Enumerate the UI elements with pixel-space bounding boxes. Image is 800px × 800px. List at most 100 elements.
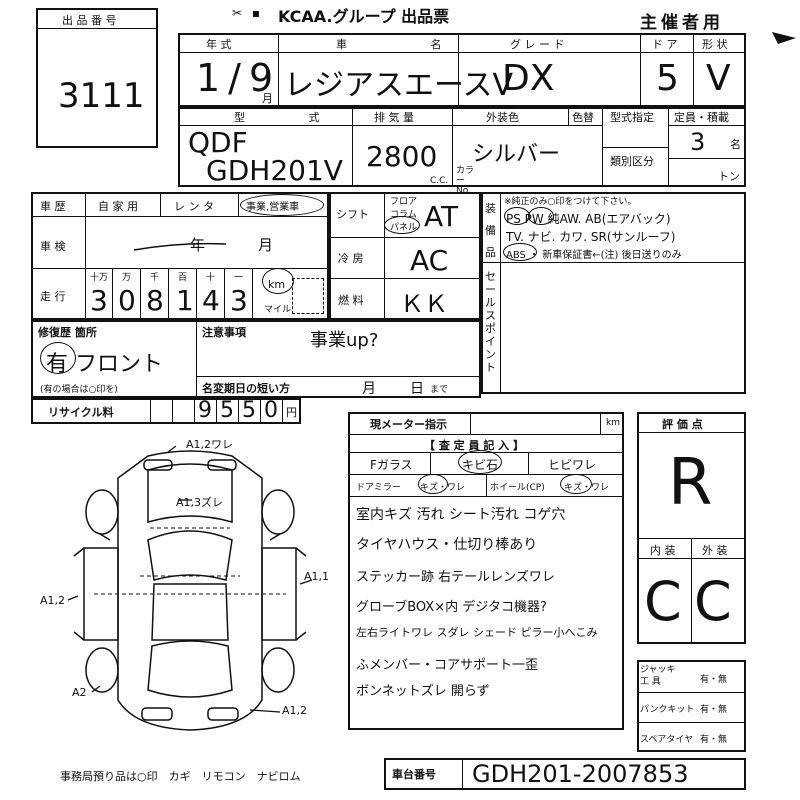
digit-label-10k: 万 xyxy=(122,273,132,283)
shape-label: 形 状 xyxy=(702,38,728,51)
designation-label: 型式指定 xyxy=(610,111,654,124)
chassis-frame xyxy=(384,758,746,790)
inspector-note-5: ふメンバー・コアサポート一歪 xyxy=(356,658,539,673)
door-value: 5 xyxy=(656,58,679,99)
model-value-1: QDF xyxy=(188,126,248,159)
inspector-note-1: タイヤハウス・仕切り棒あり xyxy=(356,537,538,553)
lot-number-box xyxy=(36,8,158,148)
recycle-digit-3: 5 xyxy=(220,398,234,423)
inspection-year-label: 年 xyxy=(190,236,206,254)
grade-value: R xyxy=(668,446,713,520)
meter-km-label: km xyxy=(606,418,620,428)
name-change-until: まで xyxy=(430,385,449,395)
diagram-mark-rear-left: A2 xyxy=(72,686,87,699)
recycle-frame xyxy=(31,398,301,424)
class-label: 類別区分 xyxy=(610,155,654,168)
digit-label-100: 百 xyxy=(178,273,188,283)
organizer-label: 主催者用 xyxy=(640,13,724,33)
capacity-label: 定員・積載 xyxy=(674,111,729,124)
tools-frame xyxy=(637,660,746,752)
inspector-note-2: ステッカー跡 右テールレンズワレ xyxy=(356,570,555,585)
equipment-line3[interactable]: ABS ・ 新車保証書←(注) 後日送りのみ xyxy=(506,250,682,261)
wheel-label: ホイール(CP) xyxy=(490,483,545,493)
displacement-label: 排 気 量 xyxy=(374,111,414,124)
spare-value[interactable]: 有・無 xyxy=(700,735,728,745)
mileage-digit-0: 3 xyxy=(90,284,108,317)
fuel-label: 燃 料 xyxy=(338,294,364,307)
grade-value: DX xyxy=(502,58,555,99)
mileage-digit-2: 8 xyxy=(146,284,164,317)
recycle-unit: 円 xyxy=(286,406,297,419)
sales-point-label: セールスポイント xyxy=(485,270,496,374)
notes-label: 注意事項 xyxy=(202,326,246,339)
color-no-label: カラー No. xyxy=(456,166,475,196)
glass-label: Fガラス xyxy=(370,458,413,472)
form-title: KCAA.グループ 出品票 xyxy=(278,7,450,26)
person-unit: 名 xyxy=(730,138,741,151)
displacement-value: 2800 xyxy=(366,140,438,173)
panel-circle xyxy=(384,216,420,234)
pw-circle xyxy=(528,207,554,225)
inspector-note-3: グローブBOX×内 デジタコ機器? xyxy=(356,600,547,615)
mirror-circle xyxy=(418,474,448,494)
inspection-month-label: 月 xyxy=(258,236,274,254)
exterior-value: C xyxy=(694,570,732,633)
kcaa-logo-icon: ✂ ▪ xyxy=(232,6,264,20)
mileage-digit-5: 3 xyxy=(230,284,248,317)
interior-value: C xyxy=(644,570,682,633)
digit-label-10: 十 xyxy=(206,273,216,283)
color-label: 外装色 xyxy=(486,111,519,124)
mile-label[interactable]: マイル xyxy=(264,305,292,315)
capacity-value: 3 xyxy=(690,128,706,156)
lot-number-label: 出 品 番 号 xyxy=(62,14,117,27)
equipment-line2[interactable]: TV. ナビ. カワ. SR(サンルーフ) xyxy=(506,230,676,244)
rental-label[interactable]: レ ン タ xyxy=(174,200,214,213)
mileage-digit-3: 1 xyxy=(176,284,194,317)
name-change-month: 月 xyxy=(362,381,376,397)
repair-label: 修復歴 箇所 xyxy=(38,326,97,339)
name-change-label: 名変期日の短い方 xyxy=(202,382,290,395)
color-value: シルバー xyxy=(472,142,561,167)
floor-label[interactable]: フロア xyxy=(390,197,418,207)
shape-value: V xyxy=(706,58,731,99)
equipment-note: ※純正のみ○印をつけて下さい。 xyxy=(504,197,637,207)
recycle-digit-4: 5 xyxy=(242,398,256,423)
digit-label-100k: 十万 xyxy=(90,273,109,283)
chassis-label: 車台番号 xyxy=(392,768,436,781)
year-value: 1/9 xyxy=(196,56,282,100)
wheel-circle xyxy=(560,474,592,494)
puncture-value[interactable]: 有・無 xyxy=(700,705,728,715)
history-frame xyxy=(31,192,329,320)
diagram-mark-front: A1,2ワレ xyxy=(186,438,234,451)
diagram-mark-right: A1,1 xyxy=(304,570,330,583)
ac-value: AC xyxy=(410,244,449,277)
interior-label: 内 装 xyxy=(650,544,676,557)
year-label: 年 式 xyxy=(206,38,232,51)
jack-label: ジャッキ 工 具 xyxy=(640,665,676,687)
exterior-label: 外 装 xyxy=(702,544,728,557)
diagram-mark-rear-right: A1,2 xyxy=(282,704,308,717)
digit-label-1: 一 xyxy=(234,273,244,283)
grade-label: 評 価 点 xyxy=(662,418,703,431)
recycle-label: リサイクル料 xyxy=(48,406,114,419)
puncture-label: パンクキット xyxy=(640,705,695,715)
jack-value[interactable]: 有・無 xyxy=(700,675,728,685)
cc-unit: C.C. xyxy=(430,176,449,186)
lot-number-value: 3111 xyxy=(58,76,145,116)
ac-label: 冷 房 xyxy=(338,252,364,265)
car-name-value: レジアスエースV xyxy=(284,68,514,103)
office-note: 事務局預り品は○印 カギ リモコン ナビロム xyxy=(60,770,301,783)
crack-label[interactable]: ヒビワレ xyxy=(548,458,597,472)
repair-note: (有の場合は○印を) xyxy=(40,385,118,395)
month-mark: 月 xyxy=(262,92,273,105)
chassis-value: GDH201-2007853 xyxy=(472,760,689,788)
shift-frame xyxy=(329,192,481,320)
recycle-digit-2: 9 xyxy=(198,398,212,423)
column-label[interactable]: コラム xyxy=(390,210,417,220)
private-label[interactable]: 自 家 用 xyxy=(98,200,138,213)
diagram-mark-hood: A1,3ズレ xyxy=(176,496,224,509)
inspector-frame xyxy=(348,412,624,730)
chip-circle xyxy=(458,450,502,474)
